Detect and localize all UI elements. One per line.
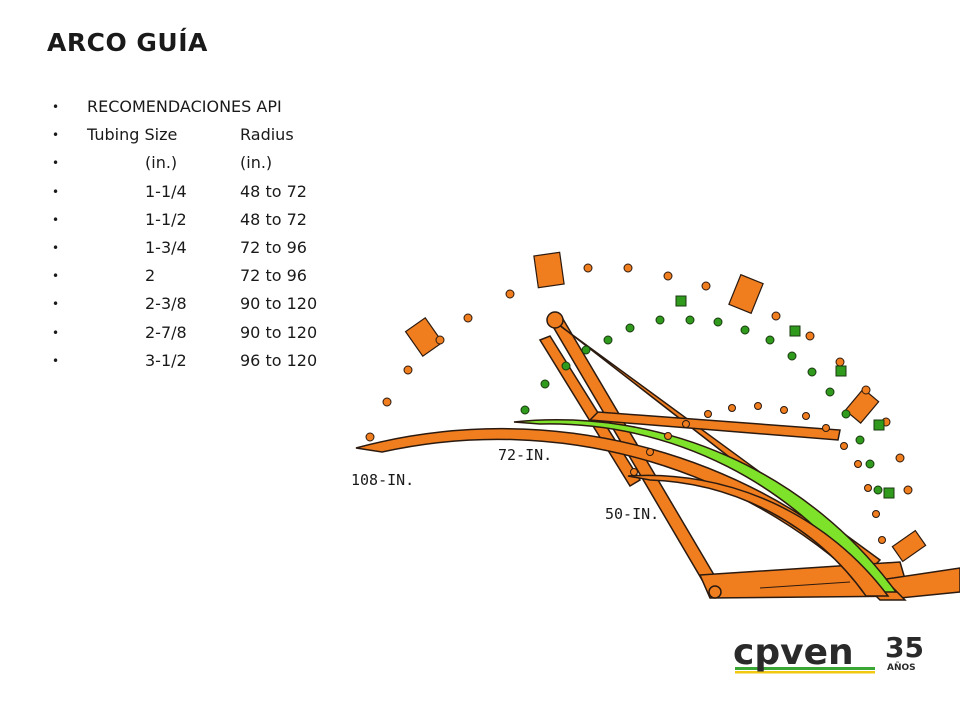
radius-range: 72 to 96 <box>240 266 307 286</box>
logo-underline-green <box>735 667 875 670</box>
radius-range: 90 to 120 <box>240 322 318 342</box>
tubing-size: 2-3/8 <box>145 294 187 314</box>
col-header-radius: Radius <box>240 125 294 145</box>
bullet: • <box>52 156 60 171</box>
col-unit-size: (in.) <box>145 153 178 173</box>
tubing-size: 1-1/4 <box>145 181 187 201</box>
logo-brand: cpven <box>733 632 854 673</box>
col-unit-radius: (in.) <box>240 153 273 173</box>
arc-108-clamps <box>404 251 927 563</box>
bullet: • <box>52 128 60 143</box>
arc-72-in <box>513 419 898 593</box>
radius-range: 72 to 96 <box>240 237 307 257</box>
radius-range: 96 to 120 <box>240 350 318 370</box>
radius-range: 48 to 72 <box>240 181 307 201</box>
page-title: ARCO GUÍA <box>47 28 208 57</box>
logo-sub: AÑOS <box>887 662 916 673</box>
arc-72-bolts <box>520 295 895 499</box>
tubing-size: 3-1/2 <box>145 350 187 370</box>
bullet: • <box>52 325 60 340</box>
bullet: • <box>52 297 60 312</box>
bullet: • <box>52 212 60 227</box>
label-72-in: 72-IN. <box>498 446 552 464</box>
radius-range: 48 to 72 <box>240 209 307 229</box>
bullet: • <box>52 269 60 284</box>
tubing-size: 2-7/8 <box>145 322 187 342</box>
label-108-in: 108-IN. <box>351 471 414 489</box>
bullet: • <box>52 100 60 114</box>
logo-number: 35 <box>885 631 924 664</box>
radius-range: 90 to 120 <box>240 294 318 314</box>
label-50-in: 50-IN. <box>605 505 659 523</box>
tubing-size: 2 <box>145 266 156 286</box>
arc-50-bolts <box>630 402 886 544</box>
bullet: • <box>52 184 60 199</box>
company-logo: cpven 35 AÑOS <box>733 631 924 674</box>
bullet: • <box>52 353 60 368</box>
bullet: • <box>52 240 60 255</box>
tubing-size: 1-3/4 <box>145 237 187 257</box>
arc-108-bolts <box>365 263 913 495</box>
arc-50-in <box>627 474 890 597</box>
tubing-size: 1-1/2 <box>145 209 187 229</box>
logo-underline-yellow <box>735 671 875 674</box>
col-header-size: Tubing Size <box>87 125 178 145</box>
list-heading: RECOMENDACIONES API <box>87 97 282 116</box>
